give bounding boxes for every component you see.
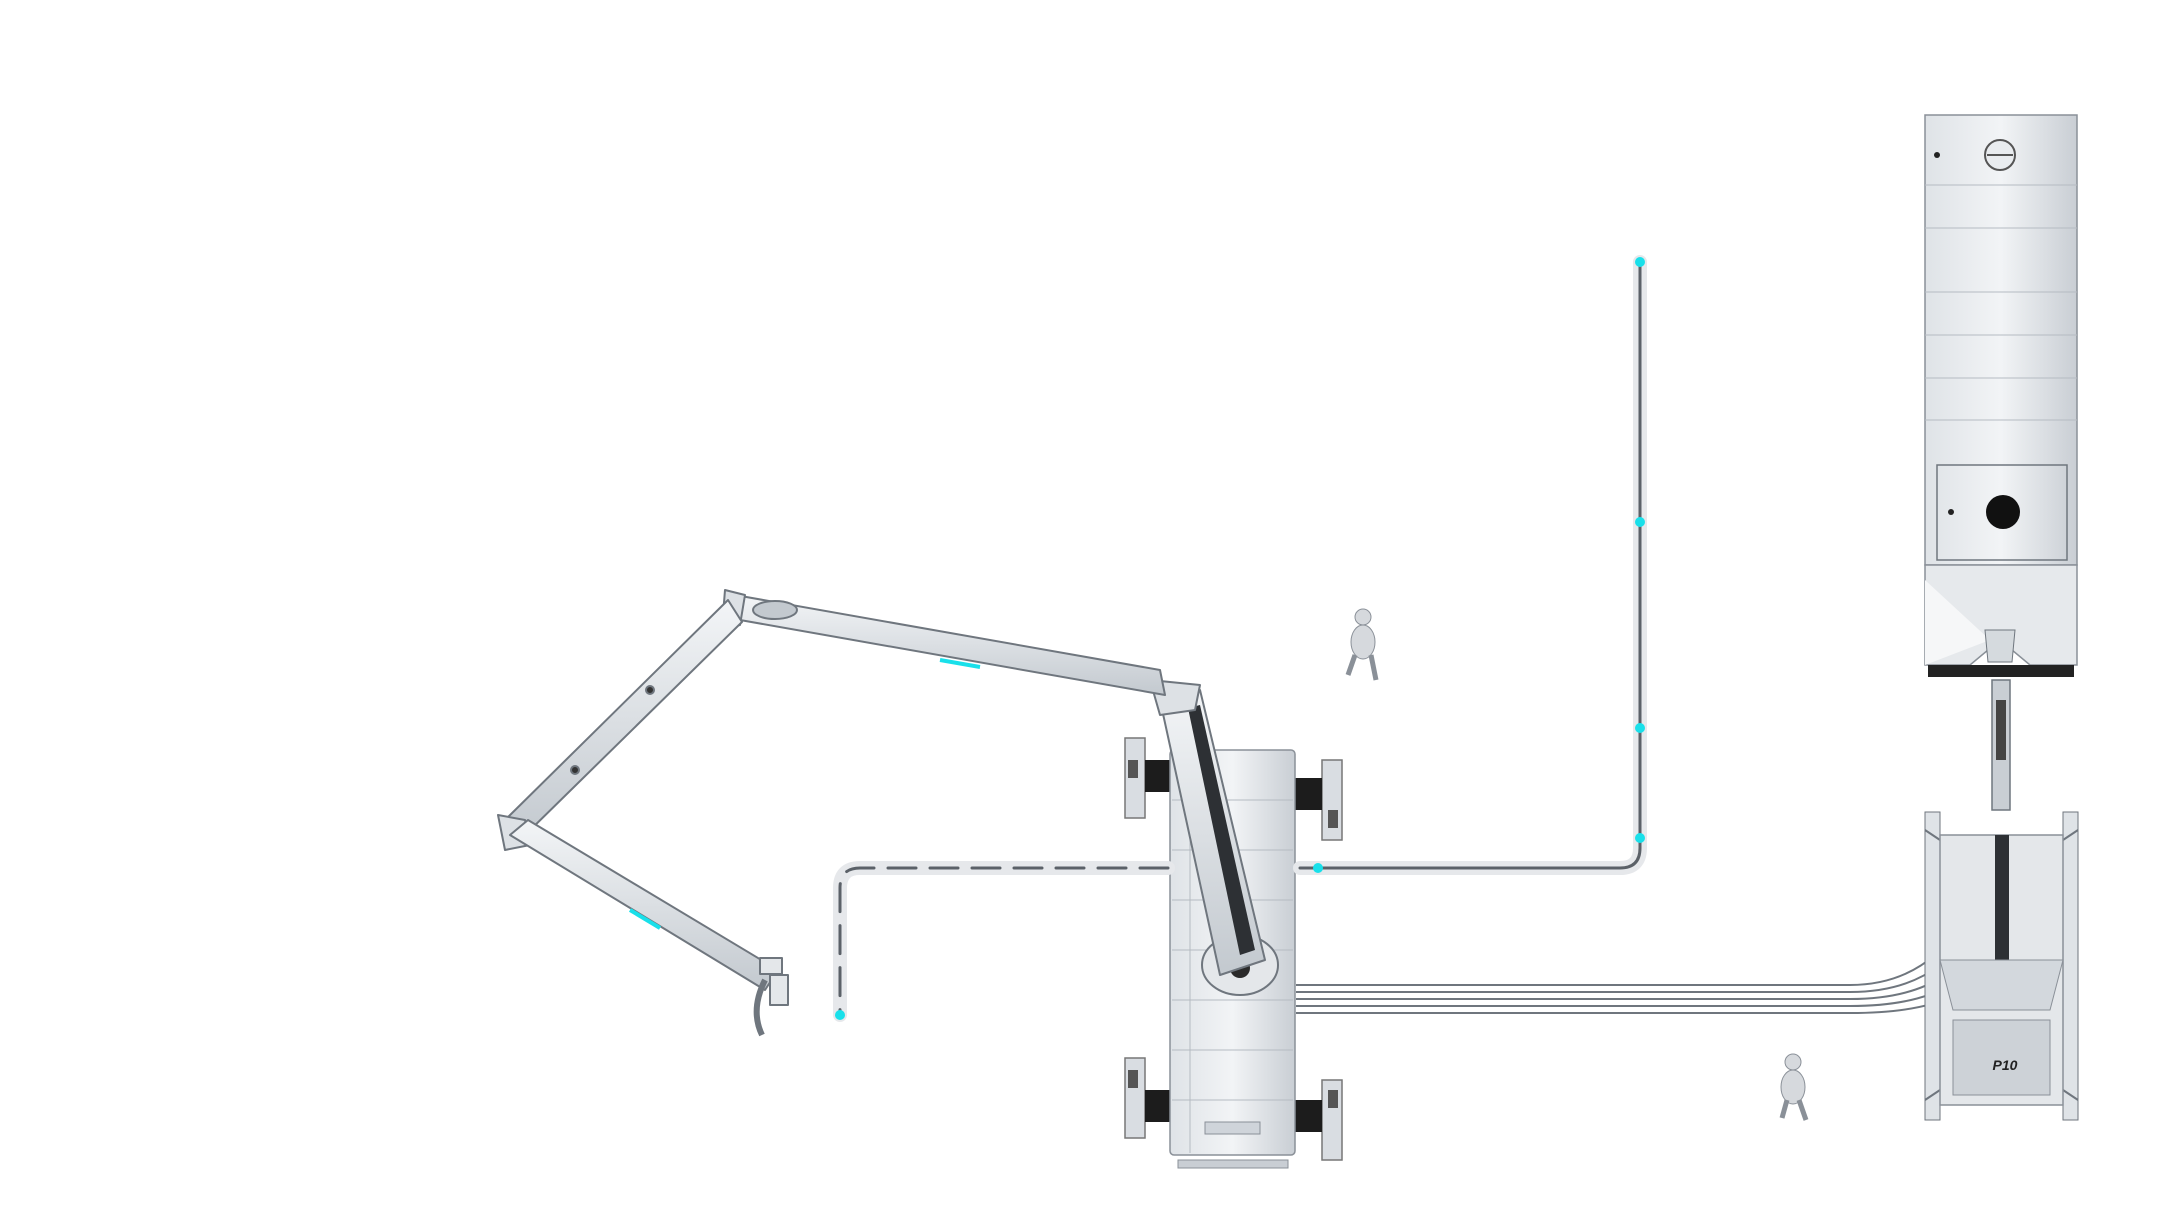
- silo-outlet: [1986, 495, 2020, 529]
- boom-arm: [497, 589, 1266, 1037]
- pipe-joint-marker: [1635, 257, 1645, 267]
- person-figure: [1779, 1053, 1809, 1121]
- delivery-pipe-left: [833, 861, 1175, 1022]
- pipe-joint-marker: [1313, 863, 1323, 873]
- pipe-joint-marker: [1635, 833, 1645, 843]
- hose-bundle: [1296, 954, 1956, 1014]
- pipe-joint-marker: [1635, 723, 1645, 733]
- person-figure: [1345, 608, 1379, 681]
- delivery-pipe-right: [1293, 255, 1647, 875]
- pipe-joint-marker: [1635, 517, 1645, 527]
- unit-model-label: P10: [1993, 1057, 2018, 1073]
- placing-unit: [497, 589, 1343, 1169]
- pipe-joint-marker: [835, 1010, 845, 1020]
- silo: [1924, 114, 2078, 811]
- p10-unit: P10: [1924, 811, 2079, 1121]
